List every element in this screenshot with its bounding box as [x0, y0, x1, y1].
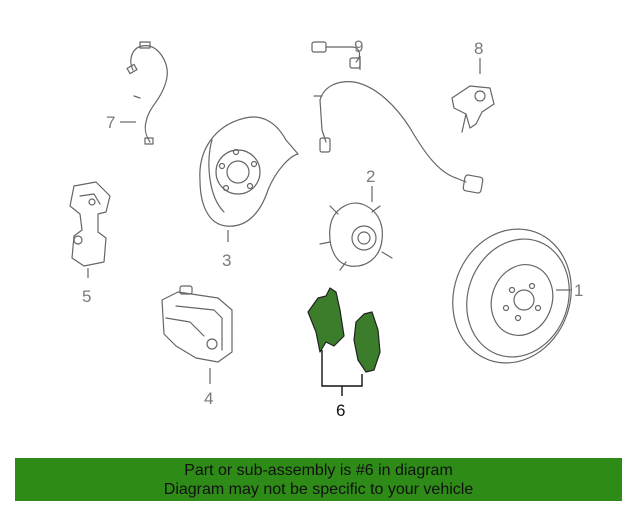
part-6-brake-pads[interactable] — [307, 287, 381, 373]
leader-lines — [87, 56, 572, 384]
part-2-hub[interactable] — [319, 202, 393, 271]
leader-6 — [321, 350, 363, 396]
callout-3: 3 — [222, 251, 231, 270]
callout-7: 7 — [106, 113, 115, 132]
banner-line-1: Part or sub-assembly is #6 in diagram — [184, 462, 453, 479]
banner-line-2: Diagram may not be specific to your vehi… — [163, 481, 474, 498]
callout-4: 4 — [204, 389, 213, 408]
part-9-sensor-harness[interactable] — [311, 41, 484, 194]
callout-1: 1 — [574, 281, 583, 300]
info-banner: Part or sub-assembly is #6 in diagram Di… — [15, 458, 622, 501]
part-7-sensor-wire[interactable] — [126, 41, 168, 145]
part-3-dust-shield[interactable] — [199, 116, 299, 227]
callout-5: 5 — [82, 287, 91, 306]
part-5-caliper-bracket[interactable] — [69, 181, 111, 267]
part-1-brake-rotor[interactable] — [434, 212, 590, 379]
parts-diagram: 1 2 3 4 5 6 7 8 9 — [69, 37, 590, 420]
callout-2: 2 — [366, 167, 375, 186]
callout-6: 6 — [336, 401, 345, 420]
part-8-speed-sensor[interactable] — [451, 85, 495, 133]
callout-8: 8 — [474, 39, 483, 58]
part-4-caliper[interactable] — [161, 285, 233, 363]
callout-9: 9 — [354, 37, 363, 56]
